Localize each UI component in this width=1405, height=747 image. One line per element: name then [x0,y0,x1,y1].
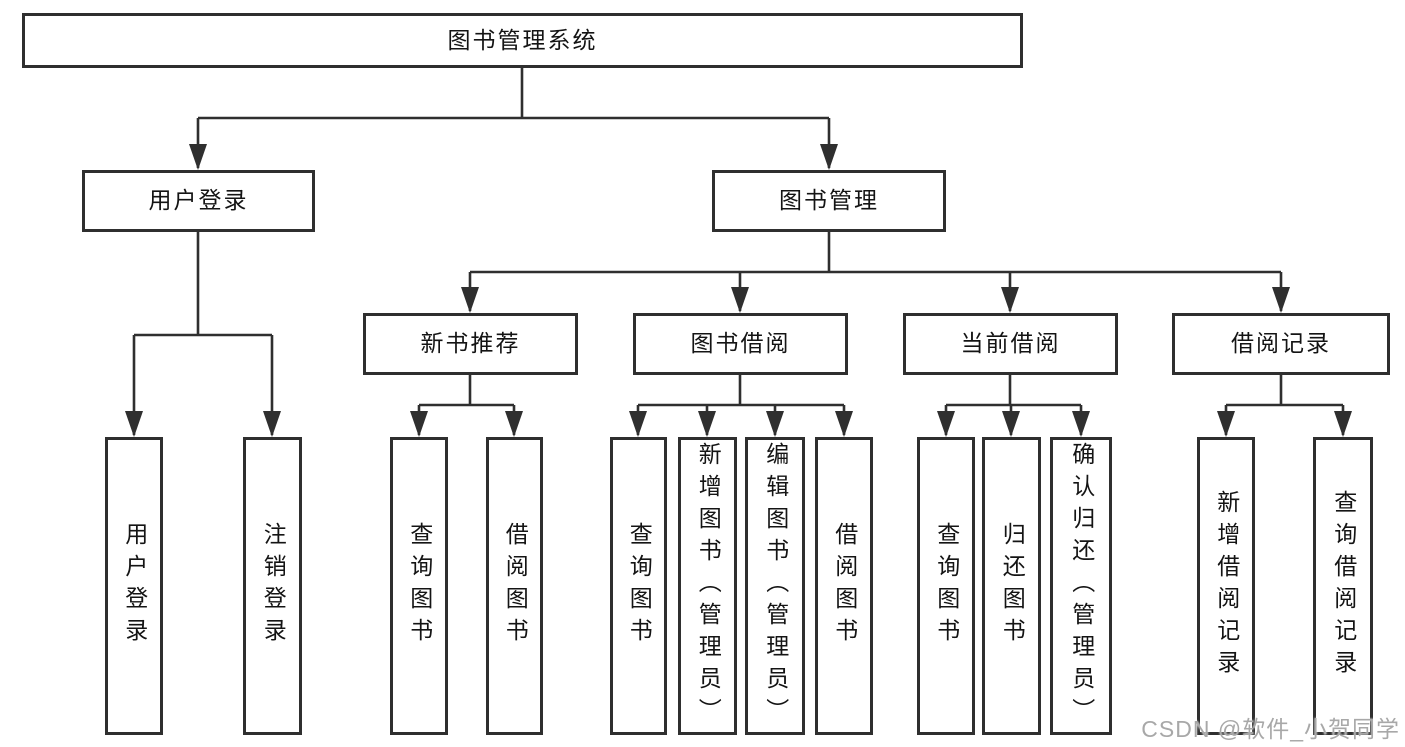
node-label: 新增图书（管理员） [695,442,722,730]
node-bb-query-book: 查询图书 [610,437,667,735]
node-book-borrow: 图书借阅 [633,313,848,375]
node-label: 确认归还（管理员） [1068,442,1095,730]
node-label: 借阅图书 [502,522,529,650]
node-new-book-rec: 新书推荐 [363,313,578,375]
node-label: 注销登录 [260,522,287,650]
node-label: 用户登录 [121,522,148,650]
arrowhead-down-icon [1217,411,1235,437]
arrowhead-down-icon [937,411,955,437]
node-label: 新增借阅记录 [1213,490,1240,682]
node-cb-query-book: 查询图书 [917,437,975,735]
node-label: 查询图书 [406,522,433,650]
arrowhead-down-icon [1072,411,1090,437]
node-user-login: 用户登录 [82,170,315,232]
node-br-add-record: 新增借阅记录 [1197,437,1255,735]
node-cb-return-book: 归还图书 [982,437,1041,735]
arrowhead-down-icon [835,411,853,437]
arrowhead-down-icon [820,144,838,170]
node-bb-edit-book: 编辑图书（管理员） [745,437,805,735]
arrowhead-down-icon [1272,287,1290,313]
arrowhead-down-icon [125,411,143,437]
node-book-mgmt: 图书管理 [712,170,946,232]
node-label: 新书推荐 [420,330,521,357]
arrowhead-down-icon [766,411,784,437]
arrowhead-down-icon [1002,411,1020,437]
arrowhead-down-icon [1001,287,1019,313]
node-label: 归还图书 [999,522,1026,650]
node-leaf-user-login: 用户登录 [105,437,163,735]
node-label: 查询借阅记录 [1330,490,1357,682]
arrowhead-down-icon [698,411,716,437]
node-label: 当前借阅 [960,330,1061,357]
node-label: 查询图书 [626,522,653,650]
node-label: 图书管理系统 [447,26,598,53]
node-label: 图书管理 [779,187,879,214]
node-borrow-records: 借阅记录 [1172,313,1390,375]
arrowhead-down-icon [461,287,479,313]
node-label: 图书借阅 [690,330,791,357]
node-label: 用户登录 [148,187,249,214]
arrowhead-down-icon [731,287,749,313]
arrowhead-down-icon [505,411,523,437]
node-current-borrow: 当前借阅 [903,313,1118,375]
arrowhead-down-icon [629,411,647,437]
node-label: 借阅记录 [1231,330,1331,357]
node-rec-query-book: 查询图书 [390,437,448,735]
node-root: 图书管理系统 [22,13,1023,68]
node-rec-borrow-book: 借阅图书 [486,437,543,735]
node-cb-confirm-return: 确认归还（管理员） [1050,437,1112,735]
node-bb-borrow-book: 借阅图书 [815,437,873,735]
node-label: 查询图书 [933,522,960,650]
arrowhead-down-icon [410,411,428,437]
node-label: 编辑图书（管理员） [762,442,789,730]
node-label: 借阅图书 [831,522,858,650]
node-bb-add-book: 新增图书（管理员） [678,437,737,735]
arrowhead-down-icon [1334,411,1352,437]
node-br-query-record: 查询借阅记录 [1313,437,1373,735]
arrowhead-down-icon [189,144,207,170]
node-leaf-logout: 注销登录 [243,437,302,735]
arrowhead-down-icon [263,411,281,437]
